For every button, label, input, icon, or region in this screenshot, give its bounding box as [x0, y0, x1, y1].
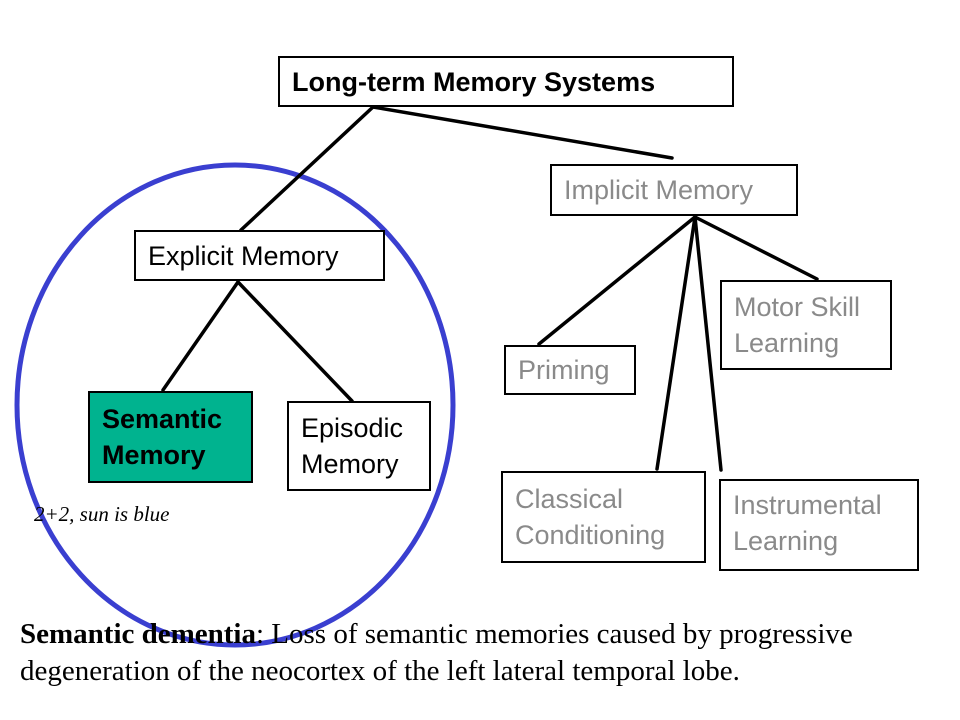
node-priming: Priming: [504, 345, 636, 395]
node-classical-conditioning-label: Classical Conditioning: [515, 484, 666, 550]
node-implicit-memory-label: Implicit Memory: [564, 175, 754, 205]
node-episodic-memory-label: Episodic Memory: [301, 413, 404, 479]
node-motor-skill-learning-label: Motor Skill Learning: [734, 292, 861, 358]
node-explicit-memory: Explicit Memory: [134, 230, 385, 281]
connector-implicit-priming: [537, 215, 697, 346]
connector-implicit-motor: [693, 215, 819, 281]
node-instrumental-learning: Instrumental Learning: [719, 479, 919, 571]
connector-implicit-classical: [655, 215, 697, 471]
node-instrumental-learning-label: Instrumental Learning: [733, 490, 882, 556]
explicit-memory-highlight-circle: [14, 162, 456, 648]
node-long-term-memory-label: Long-term Memory Systems: [292, 66, 656, 97]
node-explicit-memory-label: Explicit Memory: [148, 240, 339, 271]
connector-root-implicit: [371, 105, 674, 160]
node-semantic-memory: Semantic Memory: [88, 391, 253, 483]
caption-text: : Loss of semantic memories caused by pr…: [20, 618, 853, 687]
node-episodic-memory: Episodic Memory: [287, 401, 431, 491]
semantic-example-note: 2+2, sun is blue: [34, 502, 170, 526]
caption: Semantic dementia: Loss of semantic memo…: [20, 616, 950, 690]
node-semantic-memory-label: Semantic Memory: [102, 404, 223, 470]
node-classical-conditioning: Classical Conditioning: [501, 471, 706, 563]
connector-implicit-instrumental: [693, 215, 723, 472]
node-implicit-memory: Implicit Memory: [550, 164, 798, 216]
connector-explicit-episodic: [236, 280, 354, 403]
caption-term: Semantic dementia: [20, 618, 256, 650]
connector-root-explicit: [239, 105, 375, 232]
node-motor-skill-learning: Motor Skill Learning: [720, 280, 892, 370]
node-priming-label: Priming: [518, 355, 610, 385]
connector-explicit-semantic: [161, 280, 240, 392]
node-long-term-memory: Long-term Memory Systems: [278, 56, 734, 107]
